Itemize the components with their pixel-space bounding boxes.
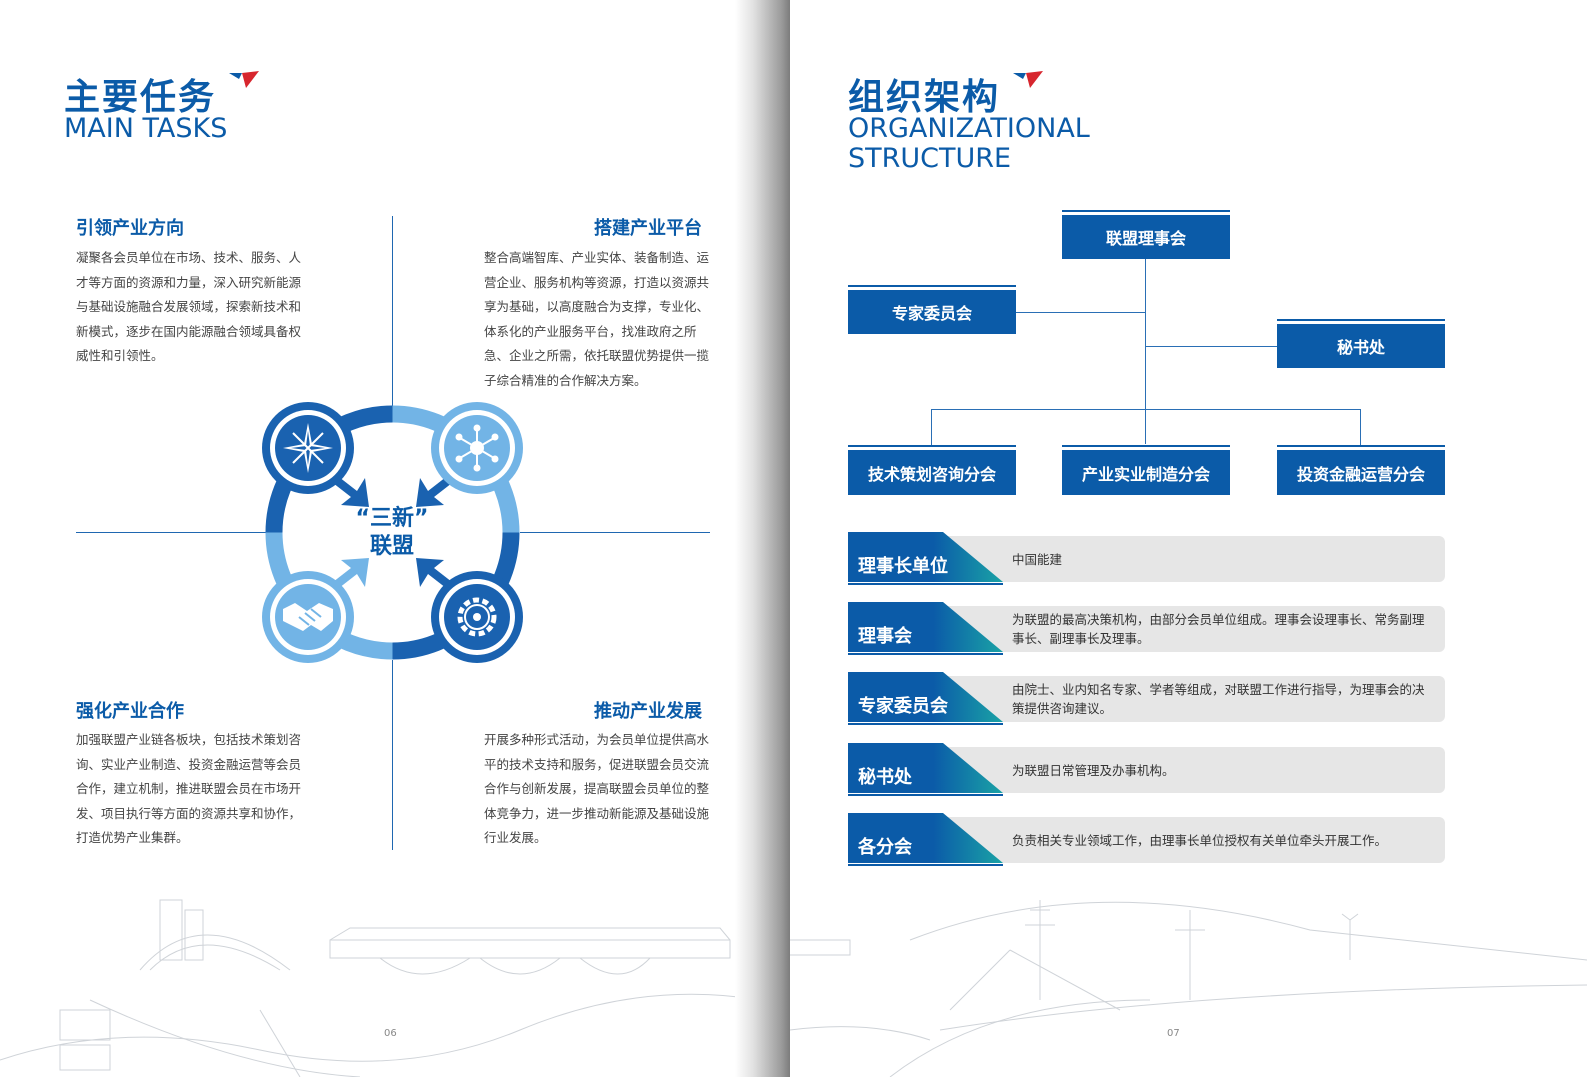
section-heading-development: 推动产业发展 bbox=[594, 701, 702, 722]
network-icon bbox=[431, 402, 523, 494]
connector-expert bbox=[1016, 312, 1146, 313]
org-node-secretariat: 秘书处 bbox=[1277, 319, 1445, 368]
desc-label: 各分会 bbox=[858, 837, 912, 858]
desc-label: 秘书处 bbox=[858, 767, 912, 788]
divider-horizontal-left bbox=[76, 532, 266, 533]
section-body-lead: 凝聚各会员单位在市场、技术、服务、人才等方面的资源和力量，深入研究新能源与基础设… bbox=[76, 250, 302, 363]
org-node-branch-finance: 投资金融运营分会 bbox=[1277, 445, 1445, 495]
brand-mark-icon bbox=[229, 71, 259, 88]
book-gutter bbox=[735, 0, 795, 1077]
section-body-cooperation: 加强联盟产业链各板块，包括技术策划咨询、实业产业制造、投资金融运营等会员合作，建… bbox=[76, 732, 302, 845]
org-title-en-line2: STRUCTURE bbox=[848, 143, 1012, 174]
desc-row-board: 理事会 为联盟的最高决策机构，由部分会员单位组成。理事会设理事长、常务副理事长、… bbox=[848, 602, 1445, 655]
handshake-icon bbox=[262, 571, 354, 663]
desc-label: 理事长单位 bbox=[858, 556, 948, 577]
section-heading-lead: 引领产业方向 bbox=[76, 218, 184, 239]
desc-row-secretariat: 秘书处 为联盟日常管理及办事机构。 bbox=[848, 743, 1445, 796]
compass-icon bbox=[262, 402, 354, 494]
left-page: 主要任务 MAIN TASKS 引领产业方向 凝聚各会员单位在市场、技术、服务、… bbox=[0, 0, 760, 1077]
desc-text: 负责相关专业领域工作，由理事长单位授权有关单位牵头开展工作。 bbox=[1012, 832, 1388, 848]
desc-row-chair: 理事长单位 中国能建 bbox=[848, 532, 1445, 585]
section-body-development: 开展多种形式活动，为会员单位提供高水平的技术支持和服务，促进联盟会员交流合作与创… bbox=[484, 732, 710, 845]
desc-text: 为联盟的最高决策机构，由部分会员单位组成。理事会设理事长、常务副理事长、副理事长… bbox=[1012, 612, 1425, 646]
cycle-diagram bbox=[262, 402, 523, 663]
desc-label: 理事会 bbox=[858, 626, 912, 647]
org-title-cn: 组织架构 bbox=[848, 77, 1001, 118]
skyline-illustration bbox=[0, 899, 760, 1077]
gear-icon bbox=[431, 571, 523, 663]
org-node-expert-committee: 专家委员会 bbox=[848, 285, 1016, 334]
connector-secretariat bbox=[1145, 346, 1277, 347]
bridge-illustration bbox=[790, 900, 1587, 1077]
desc-label: 专家委员会 bbox=[858, 696, 948, 717]
connector-branch-1 bbox=[931, 409, 932, 446]
desc-text: 为联盟日常管理及办事机构。 bbox=[1012, 762, 1175, 778]
org-node-branch-tech: 技术策划咨询分会 bbox=[848, 445, 1016, 495]
org-node-branch-industry: 产业实业制造分会 bbox=[1062, 445, 1230, 495]
desc-tab-bg bbox=[848, 813, 1003, 866]
brand-mark-icon bbox=[1013, 71, 1043, 88]
divider-horizontal-right bbox=[520, 532, 710, 533]
page-title-en: MAIN TASKS bbox=[64, 113, 228, 144]
section-heading-cooperation: 强化产业合作 bbox=[76, 701, 184, 722]
cycle-center-line2: 联盟 bbox=[369, 534, 414, 559]
desc-tab-bg bbox=[848, 532, 1003, 585]
desc-text: 由院士、业内知名专家、学者等组成，对联盟工作进行指导，为理事会的决策提供咨询建议… bbox=[1012, 682, 1425, 716]
desc-tab-bg bbox=[848, 672, 1003, 725]
connector-branches bbox=[931, 409, 1361, 410]
org-title-en-line1: ORGANIZATIONAL bbox=[848, 113, 1090, 144]
page-number-left: 06 bbox=[384, 1028, 397, 1039]
desc-row-expert: 专家委员会 由院士、业内知名专家、学者等组成，对联盟工作进行指导，为理事会的决策… bbox=[848, 672, 1445, 725]
divider-vertical-top bbox=[392, 216, 393, 406]
desc-text: 中国能建 bbox=[1012, 551, 1063, 567]
cycle-center-line1: “三新” bbox=[355, 506, 429, 531]
connector-branch-3 bbox=[1360, 409, 1361, 446]
divider-vertical-bottom bbox=[392, 660, 393, 850]
desc-tab-bg bbox=[848, 602, 1003, 655]
section-body-platform: 整合高端智库、产业实体、装备制造、运营企业、服务机构等资源，打造以资源共享为基础… bbox=[484, 250, 710, 388]
cycle-center-label: “三新” 联盟 bbox=[342, 505, 442, 561]
section-heading-platform: 搭建产业平台 bbox=[594, 218, 702, 239]
connector-main bbox=[1145, 259, 1146, 444]
desc-tab-bg bbox=[848, 743, 1003, 796]
desc-row-branches: 各分会 负责相关专业领域工作，由理事长单位授权有关单位牵头开展工作。 bbox=[848, 813, 1445, 866]
page-title-cn: 主要任务 bbox=[64, 77, 217, 118]
org-node-council: 联盟理事会 bbox=[1062, 210, 1230, 259]
page-number-right: 07 bbox=[1167, 1028, 1180, 1039]
